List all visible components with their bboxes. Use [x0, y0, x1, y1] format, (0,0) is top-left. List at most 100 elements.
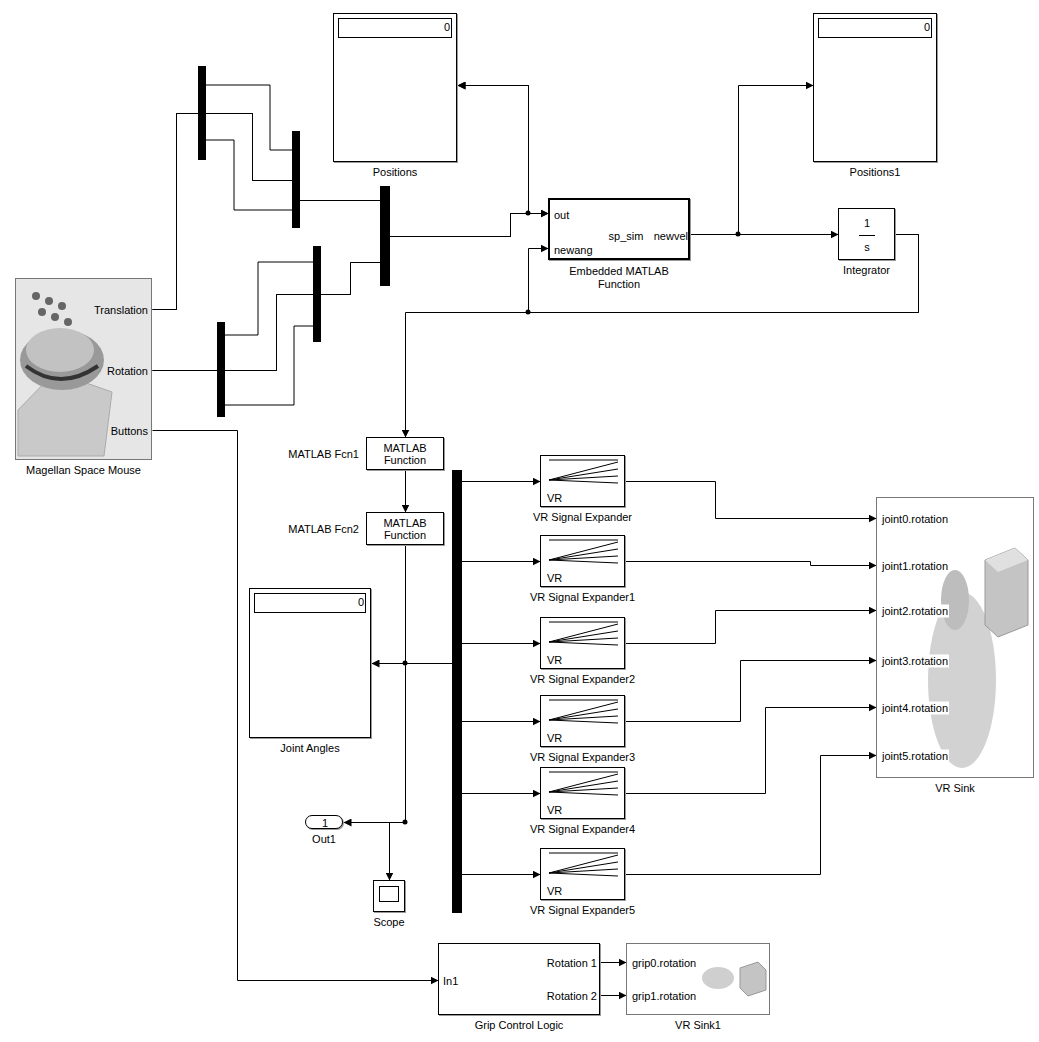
signal-line	[372, 546, 406, 664]
block-caption: Integrator	[843, 264, 890, 277]
integrator-block: 1sIntegrator	[838, 208, 895, 260]
vr-signal-expander: VRVR Signal Expander2	[540, 617, 625, 669]
scope-block: Scope	[373, 880, 405, 912]
port-label: newang	[554, 244, 593, 257]
port-label: joint5.rotation	[881, 750, 949, 763]
vr-sink-block: grip0.rotationgrip1.rotationVR Sink1	[626, 943, 770, 1015]
scope-screen-frame	[818, 18, 932, 38]
signal-line	[626, 661, 877, 722]
port-label: out	[554, 209, 569, 222]
scope-block: 0Positions1	[813, 13, 937, 162]
vr-sink-block: joint0.rotation joint1.rotation joint2.rot…	[876, 497, 1034, 778]
block-name: MATLAB Fcn1	[288, 448, 359, 461]
signal-line	[626, 482, 877, 519]
block-name: MATLAB Fcn2	[288, 523, 359, 536]
block-icon-text: VR	[547, 654, 562, 667]
space-mouse-block: TranslationRotationButtonsMagellan Space…	[15, 278, 152, 460]
scope-value: 0	[358, 596, 364, 609]
block-icon-text: VR	[547, 804, 562, 817]
port-label: grip1.rotation	[631, 990, 697, 1003]
bus-wire	[206, 85, 313, 405]
scope-block: 0Positions	[333, 13, 457, 162]
signal-line	[406, 546, 541, 722]
vr-signal-expander: VRVR Signal Expander5	[540, 848, 625, 900]
signal-line	[406, 235, 919, 438]
signal-line	[406, 482, 541, 664]
vr-signal-expander: VRVR Signal Expander1	[540, 535, 625, 587]
port-label: joint4.rotation	[881, 702, 949, 715]
block-caption: VR Sink	[935, 782, 975, 795]
outport-block: 1Out1	[305, 815, 343, 829]
signal-line	[406, 546, 541, 875]
scope-block: 0Joint Angles	[249, 588, 371, 738]
vr-signal-expander: VRVR Signal Expander3	[540, 695, 625, 747]
port-label: Translation	[93, 304, 149, 317]
block-caption: Embedded MATLAB Function	[559, 265, 679, 291]
branch-point	[403, 211, 741, 825]
port-label: Buttons	[110, 425, 149, 438]
signal-line	[153, 214, 549, 371]
signal-line	[405, 471, 406, 513]
block-caption: Grip Control Logic	[475, 1019, 564, 1032]
port-label: Rotation	[106, 365, 149, 378]
scope-screen-frame	[338, 18, 452, 38]
block-icon-text: VR	[547, 732, 562, 745]
vr-signal-expander: VRVR Signal Expander4	[540, 767, 625, 819]
block-caption: VR Signal Expander5	[530, 904, 635, 917]
matlab-function-block: MATLAB FunctionMATLAB Fcn1	[366, 437, 444, 470]
port-label: grip0.rotation	[631, 957, 697, 970]
function-name: MATLAB Function	[370, 442, 440, 466]
signal-line	[626, 708, 877, 794]
scope-value: 0	[924, 21, 930, 34]
port-label: joint3.rotation	[881, 655, 949, 668]
port-label: joint1.rotation	[881, 560, 949, 573]
fraction-bar	[859, 235, 875, 236]
signal-line	[626, 611, 877, 644]
block-caption: VR Signal Expander2	[530, 673, 635, 686]
transfer-numerator: 1	[864, 217, 870, 230]
signal-line	[390, 546, 406, 881]
scope-screen	[379, 886, 399, 902]
signal-line	[691, 86, 814, 235]
block-caption: VR Signal Expander3	[530, 751, 635, 764]
block-caption: VR Sink1	[675, 1019, 721, 1032]
block-caption: Out1	[312, 833, 336, 846]
block-icon-text: VR	[547, 572, 562, 585]
signal-line	[406, 546, 541, 794]
block-caption: Scope	[373, 916, 404, 929]
port-number: 1	[322, 817, 328, 830]
embedded-function-block: outnewangsp_simnewvelEmbedded MATLAB Fun…	[548, 198, 690, 260]
block-caption: Positions1	[850, 166, 901, 179]
space-mouse-picture	[16, 279, 151, 459]
port-label: Rotation 1	[547, 957, 597, 970]
block-caption: Joint Angles	[280, 742, 339, 755]
signal-line	[626, 562, 877, 566]
port-label: joint0.rotation	[881, 513, 949, 526]
block-caption: VR Signal Expander4	[530, 823, 635, 836]
function-name: sp_sim	[609, 230, 644, 243]
subsystem-block: In1Rotation 1Rotation 2Grip Control Logi…	[438, 943, 600, 1015]
vr-signal-expander: VRVR Signal Expander	[540, 455, 625, 507]
port-label: joint2.rotation	[881, 605, 949, 618]
block-caption: Magellan Space Mouse	[26, 464, 141, 477]
signal-line	[626, 756, 877, 875]
block-caption: VR Signal Expander1	[530, 591, 635, 604]
transfer-denominator: s	[864, 241, 870, 254]
function-name: MATLAB Function	[370, 517, 440, 541]
block-caption: Positions	[373, 166, 418, 179]
port-label: newvel	[654, 230, 688, 243]
block-caption: VR Signal Expander	[533, 511, 632, 524]
signal-line	[691, 234, 839, 235]
port-label: Rotation 2	[547, 990, 597, 1003]
block-icon-text: VR	[547, 492, 562, 505]
signal-line	[406, 546, 541, 664]
scope-value: 0	[444, 21, 450, 34]
port-label: In1	[443, 975, 458, 988]
signal-line	[601, 995, 627, 996]
block-icon-text: VR	[547, 885, 562, 898]
signal-line	[406, 546, 541, 664]
scope-screen-frame	[254, 593, 366, 613]
signal-line	[601, 962, 627, 963]
grip-world-picture	[702, 962, 766, 996]
matlab-function-block: MATLAB FunctionMATLAB Fcn2	[366, 512, 444, 545]
